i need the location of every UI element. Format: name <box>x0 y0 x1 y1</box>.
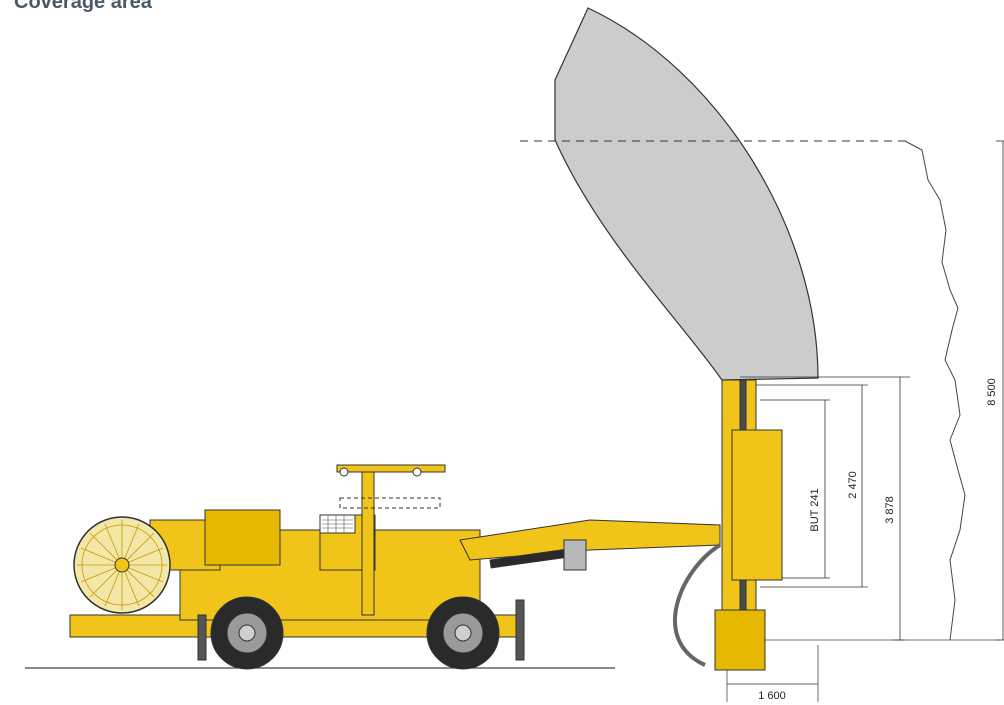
canopy-roof <box>336 464 446 473</box>
hydraulic-hose <box>673 543 722 667</box>
boom-weight <box>563 539 587 571</box>
front-jack <box>515 599 525 661</box>
dimension-1600-label: 1 600 <box>758 690 786 702</box>
canopy-light-left <box>339 467 349 477</box>
rear-jack <box>197 614 207 661</box>
dimension-3878: 3 878 <box>740 376 910 641</box>
feed-bottom <box>714 609 766 671</box>
control-box <box>204 509 281 566</box>
rear-wheel-icon <box>210 596 284 670</box>
boom-model-label: BUT 241 <box>809 488 821 531</box>
dimension-8500: 8 500 <box>986 140 1004 641</box>
dimension-8500-label: 8 500 <box>986 378 998 406</box>
canopy-post <box>361 469 375 616</box>
coverage-area <box>554 7 819 381</box>
feed-head <box>731 429 783 581</box>
grille-lines <box>322 515 353 533</box>
dimension-2470-label: 2 470 <box>847 471 859 499</box>
dimension-3878-label: 3 878 <box>884 496 896 524</box>
dimension-2470: 2 470 <box>748 384 868 588</box>
page-title: Coverage area <box>14 0 152 13</box>
drill-rig <box>69 379 783 671</box>
rock-wall <box>904 140 966 641</box>
cable-reel-icon <box>73 516 171 614</box>
canopy-lowered-outline <box>339 497 441 509</box>
canopy-light-right <box>412 467 422 477</box>
boom-arm <box>459 519 721 561</box>
front-wheel-icon <box>426 596 500 670</box>
